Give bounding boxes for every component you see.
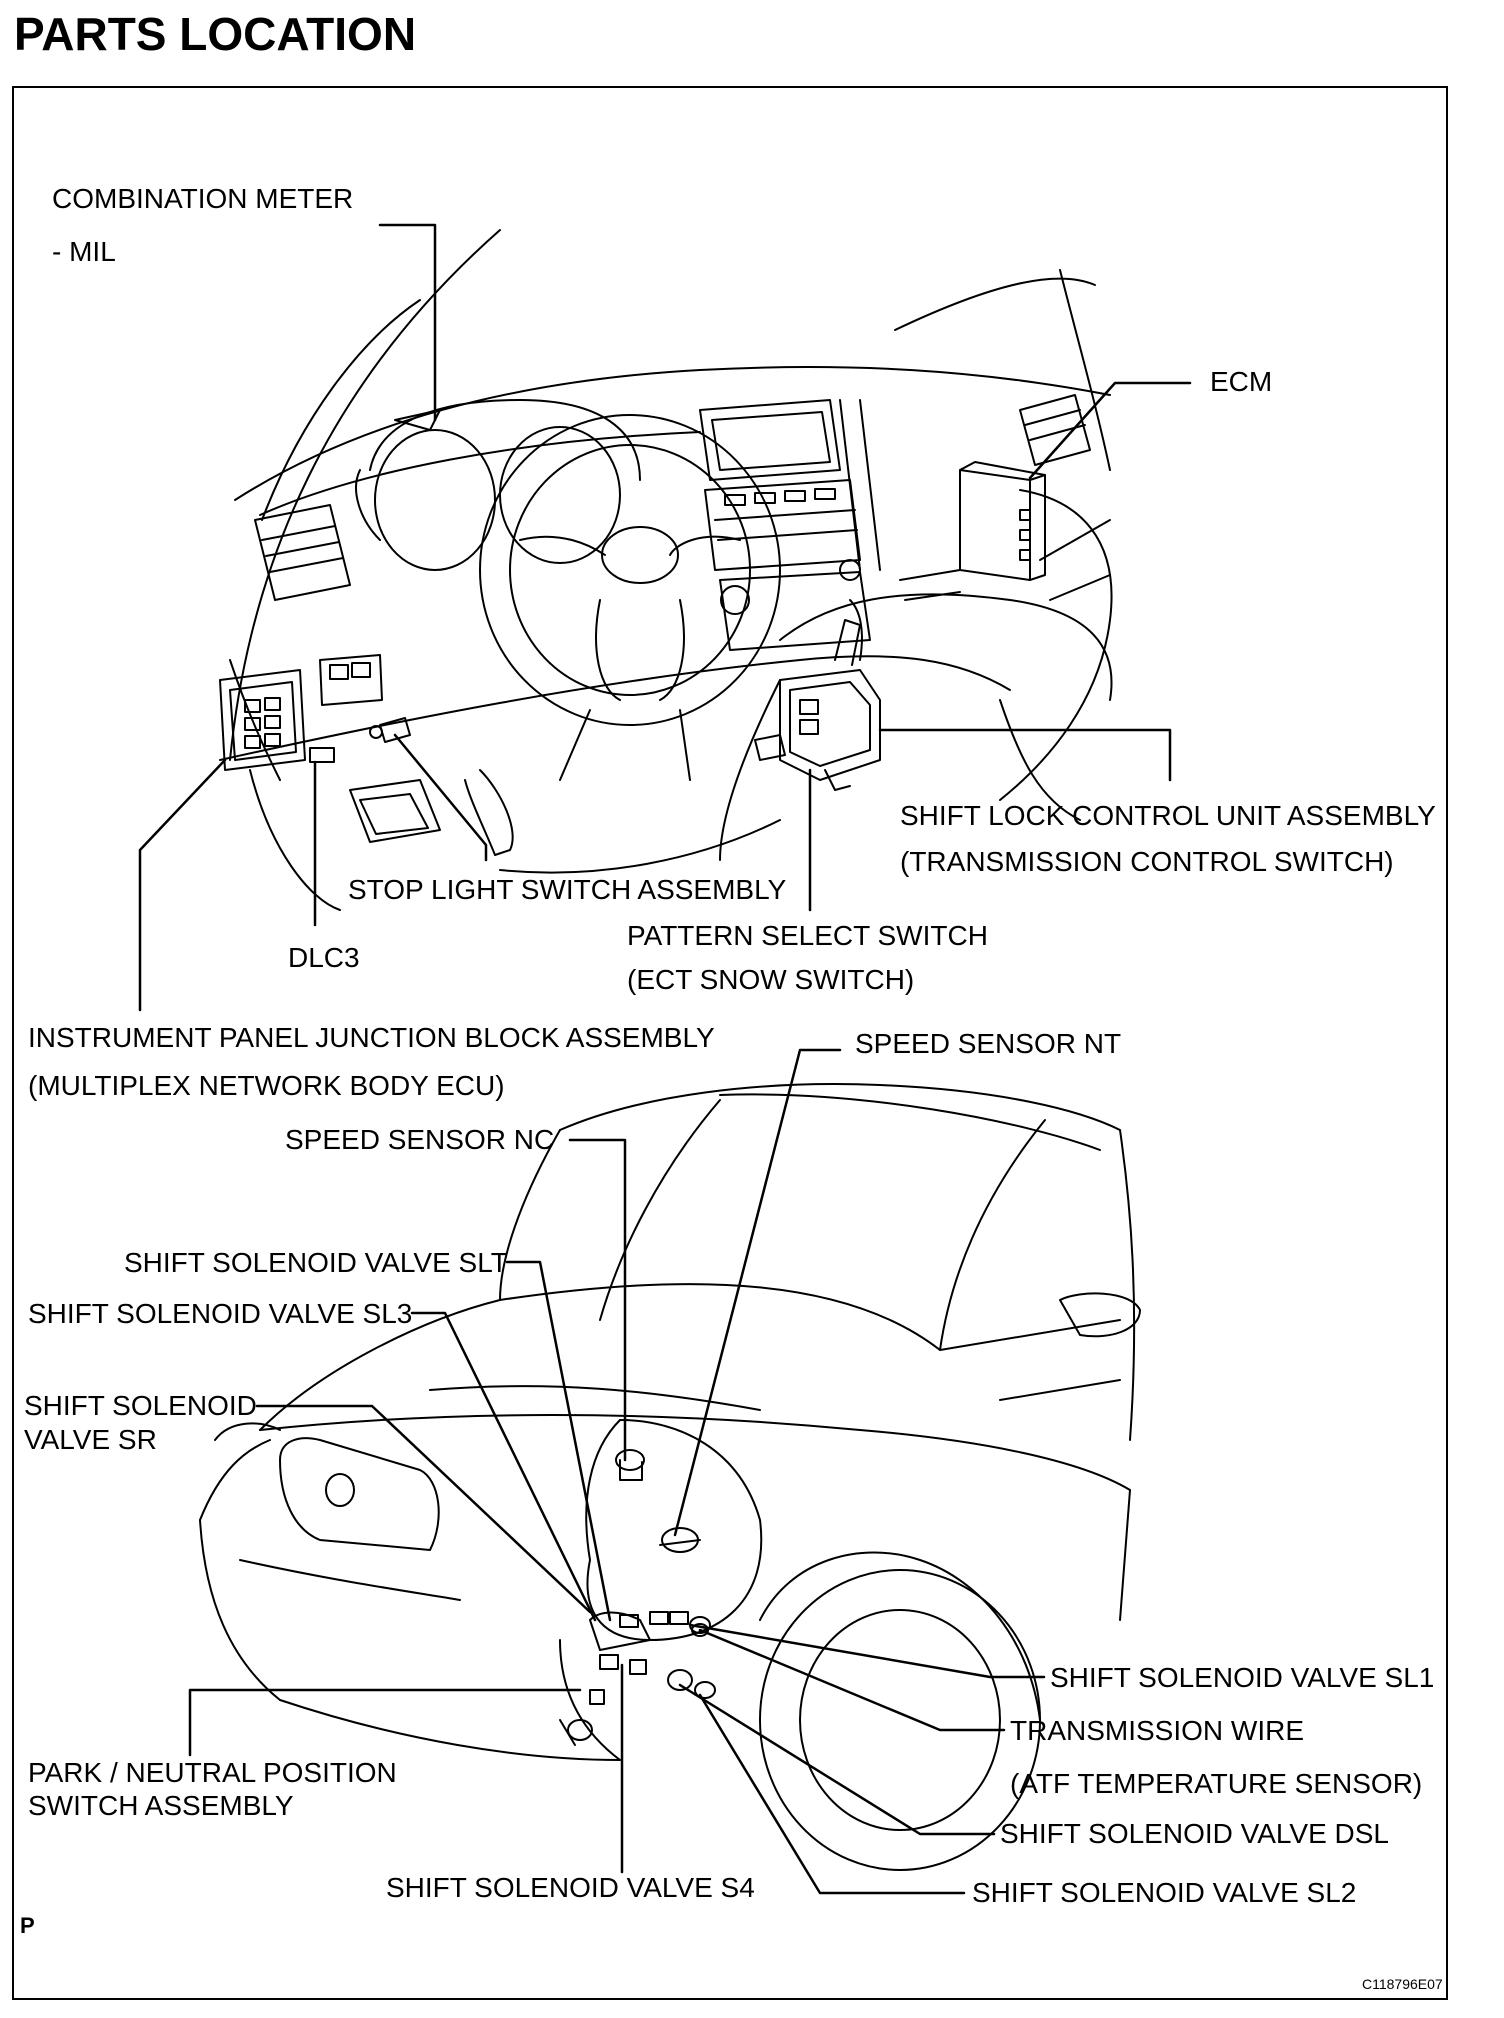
label-shift-solenoid-sl2: SHIFT SOLENOID VALVE SL2 <box>972 1877 1357 1908</box>
label-atf-temperature-sensor: (ATF TEMPERATURE SENSOR) <box>1010 1768 1423 1799</box>
label-speed-sensor-nt: SPEED SENSOR NT <box>855 1028 1122 1059</box>
label-ect-snow-switch: (ECT SNOW SWITCH) <box>627 964 915 995</box>
vehicle-illustration <box>199 1083 1141 1871</box>
label-pattern-select-switch: PATTERN SELECT SWITCH <box>627 920 988 951</box>
label-transmission-control-switch: (TRANSMISSION CONTROL SWITCH) <box>900 846 1394 877</box>
label-ecm: ECM <box>1210 366 1273 397</box>
label-shift-solenoid-sr-line1: SHIFT SOLENOID <box>24 1390 257 1421</box>
label-speed-sensor-nc: SPEED SENSOR NC <box>285 1124 555 1155</box>
label-multiplex-network-body-ecu: (MULTIPLEX NETWORK BODY ECU) <box>28 1070 505 1101</box>
label-shift-solenoid-sr-line2: VALVE SR <box>24 1424 157 1455</box>
label-shift-solenoid-sl3: SHIFT SOLENOID VALVE SL3 <box>28 1298 413 1329</box>
corner-mark: P <box>20 1913 35 1938</box>
diagram-frame <box>12 86 1448 2000</box>
label-dlc3: DLC3 <box>288 942 360 973</box>
label-shift-solenoid-slt: SHIFT SOLENOID VALVE SLT <box>124 1247 508 1278</box>
label-park-neutral-position: PARK / NEUTRAL POSITION <box>28 1757 397 1788</box>
label-park-neutral-switch-assembly: SWITCH ASSEMBLY <box>28 1790 294 1821</box>
figure-id: C118796E07 <box>1362 1976 1443 1992</box>
label-transmission-wire: TRANSMISSION WIRE <box>1010 1715 1305 1746</box>
label-shift-lock-control-unit: SHIFT LOCK CONTROL UNIT ASSEMBLY <box>900 800 1436 831</box>
label-shift-solenoid-s4: SHIFT SOLENOID VALVE S4 <box>386 1872 755 1903</box>
label-mil: - MIL <box>52 236 116 267</box>
label-shift-solenoid-dsl: SHIFT SOLENOID VALVE DSL <box>1000 1818 1390 1849</box>
label-combination-meter: COMBINATION METER <box>52 183 354 214</box>
page-title: PARTS LOCATION <box>14 8 417 60</box>
leader-lines <box>138 223 1192 1895</box>
label-shift-solenoid-sl1: SHIFT SOLENOID VALVE SL1 <box>1050 1662 1435 1693</box>
label-instrument-panel-junction-block: INSTRUMENT PANEL JUNCTION BLOCK ASSEMBLY <box>28 1022 715 1053</box>
label-stop-light-switch: STOP LIGHT SWITCH ASSEMBLY <box>348 874 787 905</box>
